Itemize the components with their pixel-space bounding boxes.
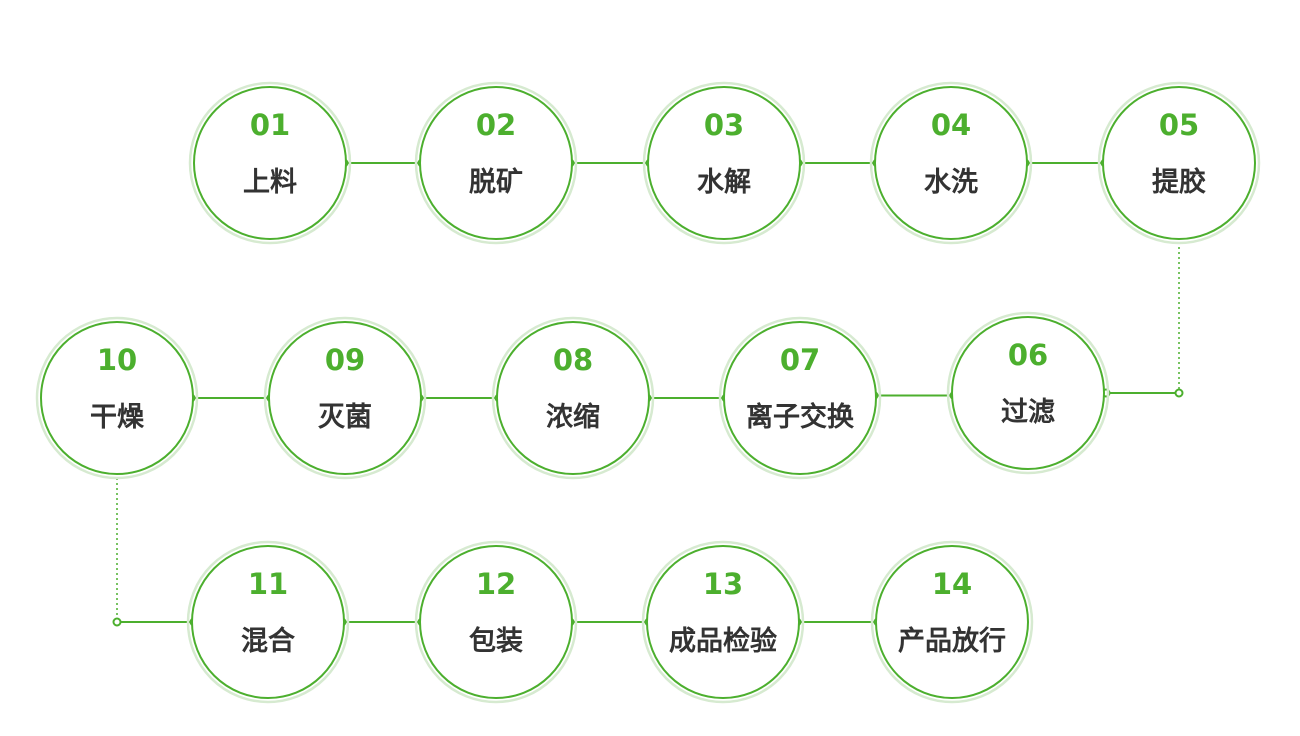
step-circle: [419, 86, 573, 240]
step-circle: [647, 86, 801, 240]
step-circle: [874, 86, 1028, 240]
step-number: 12: [476, 567, 516, 601]
step-name: 干燥: [90, 402, 145, 433]
connector-09-10: [186, 393, 276, 403]
step-number: 09: [325, 343, 365, 377]
step-name: 灭菌: [318, 402, 372, 433]
step-name: 提胶: [1152, 166, 1206, 198]
connector-08-09: [414, 393, 504, 403]
step-name: 产品放行: [898, 625, 1006, 657]
step-number: 02: [476, 108, 516, 142]
connector-11-12: [337, 617, 427, 627]
connector-02-03: [565, 158, 655, 168]
step-name: 成品检验: [669, 625, 777, 657]
step-number: 06: [1008, 338, 1048, 372]
step-node: 02 脱矿: [414, 81, 578, 245]
step-number: 11: [248, 567, 288, 601]
step-number: 01: [250, 108, 290, 142]
step-circle: [875, 545, 1029, 699]
step-outer-ring: [414, 81, 578, 245]
connector-06-07: [869, 391, 959, 400]
step-node-layer: 01 上料 02 脱矿 03 水解 04 水洗 05 提胶 06 过滤 07 离子交换 08 浓缩 09 灭菌 10…: [35, 81, 1261, 704]
step-node: 10 干燥: [35, 316, 199, 480]
step-number: 05: [1159, 108, 1199, 142]
step-outer-ring: [1097, 81, 1261, 245]
connector-03-04: [793, 158, 882, 168]
step-outer-ring: [869, 81, 1033, 245]
step-name: 混合: [241, 625, 295, 657]
step-number: 08: [553, 343, 593, 377]
connector-05-06-horizontal: [1101, 388, 1184, 398]
step-name: 脱矿: [469, 166, 523, 198]
step-number: 10: [97, 343, 137, 377]
step-name: 包装: [469, 625, 523, 657]
step-circle: [268, 321, 422, 475]
step-node: 05 提胶: [1097, 81, 1261, 245]
step-outer-ring: [946, 311, 1110, 475]
step-name: 上料: [243, 167, 297, 198]
step-name: 离子交换: [746, 401, 855, 433]
step-node: 11 混合: [186, 540, 350, 704]
connector-13-14: [792, 617, 883, 627]
connector-07-08: [642, 393, 731, 403]
step-outer-ring: [263, 316, 427, 480]
step-node: 03 水解: [642, 81, 806, 245]
step-name: 过滤: [1001, 397, 1055, 428]
step-outer-ring: [491, 316, 655, 480]
step-circle: [191, 545, 345, 699]
step-number: 13: [703, 567, 743, 601]
step-outer-ring: [870, 540, 1034, 704]
step-circle: [1102, 86, 1256, 240]
step-number: 14: [932, 567, 972, 601]
step-node: 14 产品放行: [870, 540, 1034, 704]
step-circle: [193, 86, 347, 240]
step-outer-ring: [641, 540, 805, 704]
connector-dot: [112, 617, 122, 627]
step-circle: [40, 321, 194, 475]
step-outer-ring: [642, 81, 806, 245]
step-number: 03: [704, 108, 744, 142]
step-outer-ring: [414, 540, 578, 704]
step-number: 04: [931, 108, 971, 142]
step-node: 08 浓缩: [491, 316, 655, 480]
step-circle: [419, 545, 573, 699]
step-number: 07: [780, 343, 820, 377]
connector-01-02: [339, 158, 427, 168]
step-node: 07 离子交换: [718, 316, 882, 480]
connector-04-05: [1020, 158, 1110, 168]
connector-12-13: [565, 617, 654, 627]
connector-dot: [1174, 388, 1184, 398]
step-node: 01 上料: [188, 81, 352, 245]
step-outer-ring: [35, 316, 199, 480]
step-outer-ring: [186, 540, 350, 704]
step-outer-ring: [188, 81, 352, 245]
step-outer-ring: [718, 316, 882, 480]
step-node: 04 水洗: [869, 81, 1033, 245]
step-node: 13 成品检验: [641, 540, 805, 704]
step-name: 水解: [697, 167, 751, 198]
step-circle: [723, 321, 877, 475]
step-node: 06 过滤: [946, 311, 1110, 475]
step-circle: [646, 545, 800, 699]
step-circle: [496, 321, 650, 475]
step-name: 水洗: [924, 167, 978, 198]
connector-10-11-horizontal: [112, 617, 199, 627]
step-name: 浓缩: [546, 401, 600, 433]
step-node: 09 灭菌: [263, 316, 427, 480]
step-node: 12 包装: [414, 540, 578, 704]
step-circle: [951, 316, 1105, 470]
